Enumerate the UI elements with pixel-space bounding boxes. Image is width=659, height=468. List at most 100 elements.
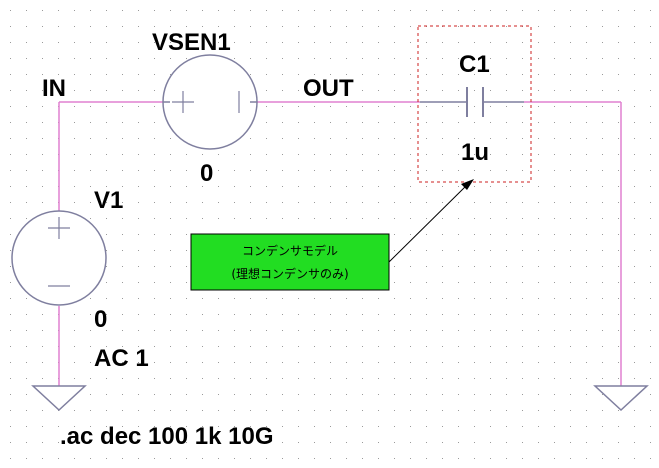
grid-dot <box>602 314 603 315</box>
grid-dot <box>474 362 475 363</box>
grid-dot <box>378 218 379 219</box>
grid-dot <box>250 410 251 411</box>
grid-dot <box>346 394 347 395</box>
grid-dot <box>426 410 427 411</box>
grid-dot <box>602 378 603 379</box>
grid-dot <box>186 362 187 363</box>
grid-dot <box>154 314 155 315</box>
grid-dot <box>474 202 475 203</box>
grid-dot <box>586 250 587 251</box>
grid-dot <box>346 138 347 139</box>
grid-dot <box>138 394 139 395</box>
grid-dot <box>298 42 299 43</box>
grid-dot <box>650 314 651 315</box>
grid-dot <box>282 170 283 171</box>
grid-dot <box>602 330 603 331</box>
grid-dot <box>362 458 363 459</box>
grid-dot <box>314 346 315 347</box>
grid-dot <box>90 90 91 91</box>
grid-dot <box>506 138 507 139</box>
grid-dot <box>282 330 283 331</box>
grid-dot <box>490 442 491 443</box>
grid-dot <box>538 378 539 379</box>
grid-dot <box>170 250 171 251</box>
grid-dot <box>490 314 491 315</box>
grid-dot <box>618 314 619 315</box>
grid-dot <box>490 330 491 331</box>
grid-dot <box>138 90 139 91</box>
grid-dot <box>570 314 571 315</box>
ground-left-icon[interactable] <box>31 385 87 412</box>
grid-dot <box>298 410 299 411</box>
grid-dot <box>42 426 43 427</box>
grid-dot <box>10 426 11 427</box>
grid-dot <box>650 378 651 379</box>
grid-dot <box>474 234 475 235</box>
grid-dot <box>138 410 139 411</box>
grid-dot <box>458 394 459 395</box>
grid-dot <box>10 170 11 171</box>
grid-dot <box>282 26 283 27</box>
grid-dot <box>42 346 43 347</box>
v1-symbol[interactable] <box>11 210 107 306</box>
grid-dot <box>394 458 395 459</box>
grid-dot <box>634 170 635 171</box>
grid-dot <box>106 458 107 459</box>
grid-dot <box>618 42 619 43</box>
grid-dot <box>346 170 347 171</box>
grid-dot <box>346 154 347 155</box>
grid-dot <box>634 458 635 459</box>
grid-dot <box>346 202 347 203</box>
grid-dot <box>202 394 203 395</box>
grid-dot <box>554 410 555 411</box>
grid-dot <box>282 154 283 155</box>
grid-dot <box>314 42 315 43</box>
grid-dot <box>618 170 619 171</box>
grid-dot <box>586 282 587 283</box>
ground-right-icon[interactable] <box>593 385 649 412</box>
vsen1-symbol[interactable] <box>162 54 258 150</box>
grid-dot <box>330 74 331 75</box>
grid-dot <box>106 26 107 27</box>
grid-dot <box>266 122 267 123</box>
grid-dot <box>458 298 459 299</box>
grid-dot <box>122 90 123 91</box>
grid-dot <box>362 218 363 219</box>
grid-dot <box>506 330 507 331</box>
grid-dot <box>90 218 91 219</box>
grid-dot <box>522 442 523 443</box>
grid-dot <box>522 170 523 171</box>
grid-dot <box>618 218 619 219</box>
grid-dot <box>90 42 91 43</box>
grid-dot <box>202 442 203 443</box>
grid-dot <box>442 122 443 123</box>
grid-dot <box>650 394 651 395</box>
grid-dot <box>490 426 491 427</box>
grid-dot <box>650 170 651 171</box>
grid-dot <box>410 202 411 203</box>
spice-directive[interactable]: .ac dec 100 1k 10G <box>60 423 274 450</box>
grid-dot <box>42 106 43 107</box>
grid-dot <box>298 362 299 363</box>
grid-dot <box>74 202 75 203</box>
grid-dot <box>618 282 619 283</box>
grid-dot <box>346 58 347 59</box>
grid-dot <box>314 218 315 219</box>
grid-dot <box>458 154 459 155</box>
grid-dot <box>170 218 171 219</box>
note-callout[interactable]: コンデンサモデル (理想コンデンサのみ) <box>190 233 390 291</box>
grid-dot <box>218 186 219 187</box>
grid-dot <box>106 410 107 411</box>
grid-dot <box>154 234 155 235</box>
grid-dot <box>154 74 155 75</box>
grid-dot <box>634 74 635 75</box>
grid-dot <box>10 362 11 363</box>
note-arrow <box>388 179 474 263</box>
grid-dot <box>346 346 347 347</box>
grid-dot <box>170 58 171 59</box>
c1-symbol[interactable] <box>417 25 532 183</box>
grid-dot <box>106 186 107 187</box>
grid-dot <box>474 330 475 331</box>
grid-dot <box>650 426 651 427</box>
grid-dot <box>490 10 491 11</box>
